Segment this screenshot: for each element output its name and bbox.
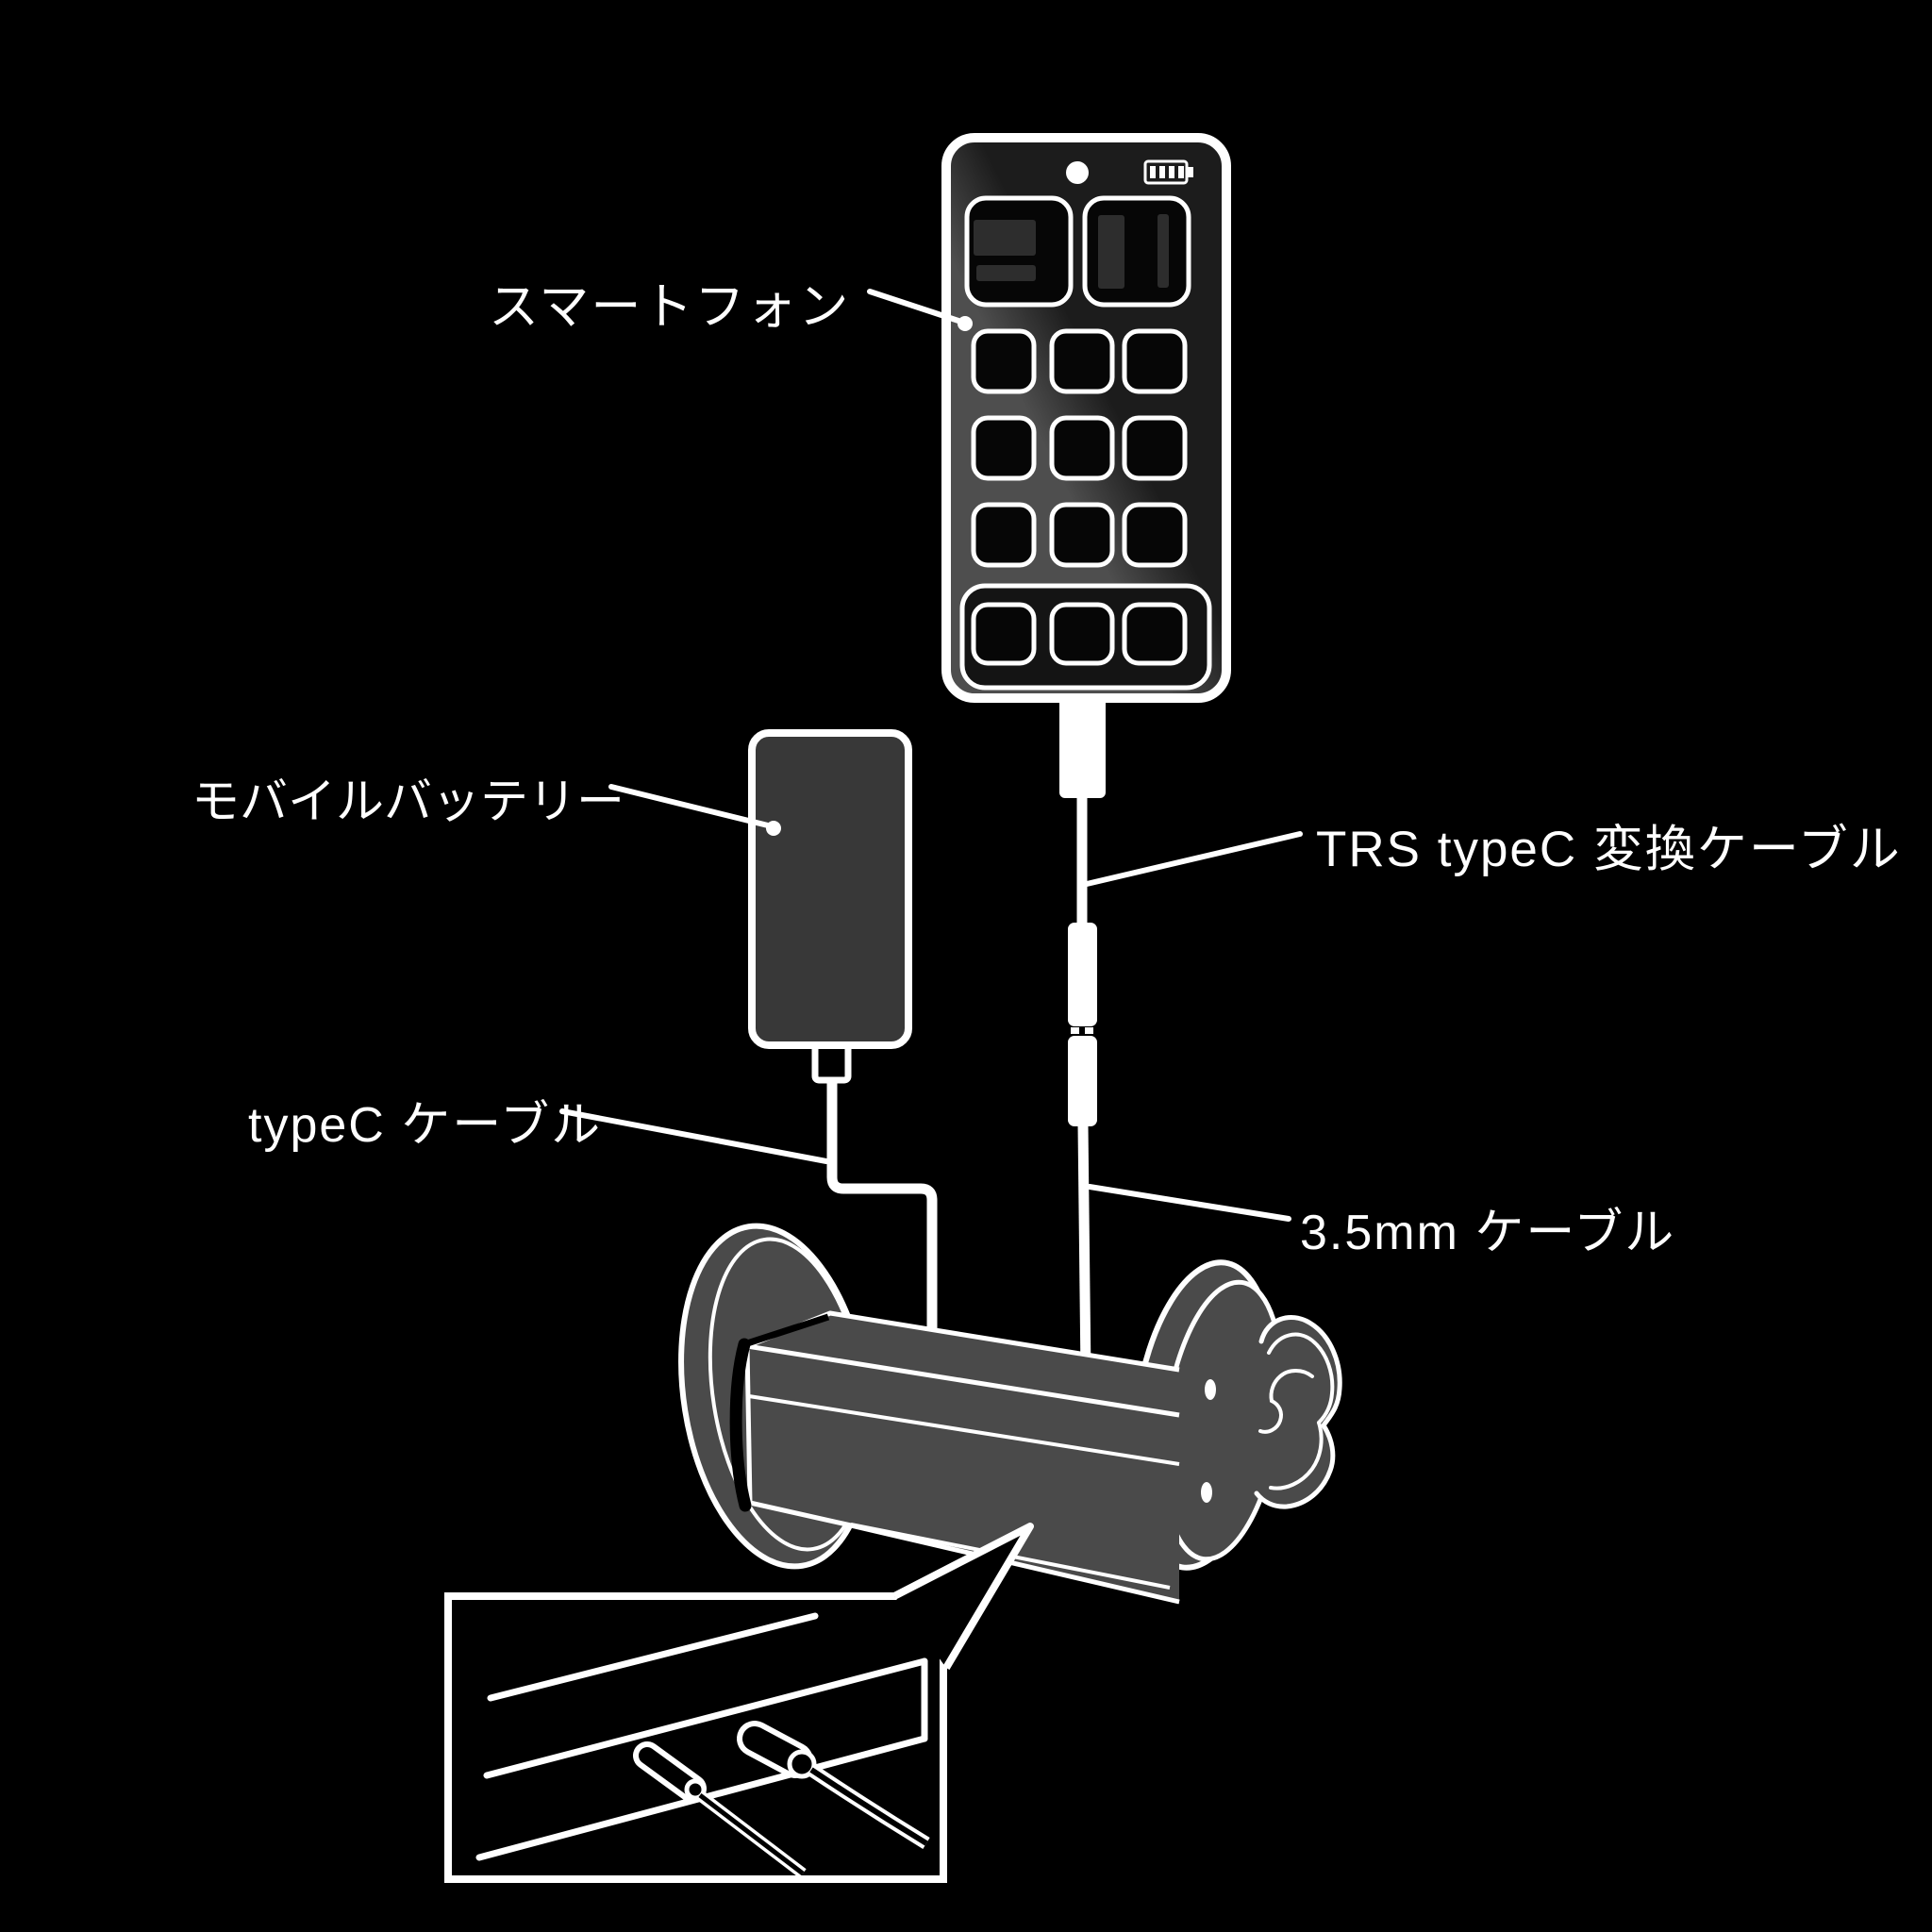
ear-illustration: [1252, 1315, 1342, 1509]
usbc-plug: [1059, 694, 1106, 798]
inset-tail: [894, 1526, 1030, 1668]
dock: [959, 583, 1212, 691]
app-icon: [1049, 328, 1115, 394]
app-icon: [971, 502, 1037, 568]
battery-body: [748, 729, 912, 1049]
widget-left: [964, 195, 1074, 308]
trs-typec-cable-label: TRS typeC 変換ケーブル: [1316, 822, 1902, 877]
app-icon-grid: [971, 328, 1188, 568]
connection-closeup-inset: [444, 1523, 1034, 1883]
battery-leader-line: [608, 784, 771, 828]
typec-plug: [811, 1041, 852, 1084]
battery-status-icon: [1143, 159, 1193, 185]
widget-right: [1082, 195, 1191, 308]
app-icon: [1122, 328, 1188, 394]
dock-app-icon: [1122, 602, 1188, 666]
trs-leader-line: [1084, 831, 1303, 887]
app-icon: [1122, 415, 1188, 481]
typec-cable-label: typeC ケーブル: [248, 1098, 603, 1153]
dock-app-icon: [971, 602, 1037, 666]
smartphone-label: スマートフォン: [489, 279, 851, 335]
app-icon: [1049, 415, 1115, 481]
35mm-cable-label: 3.5mm ケーブル: [1300, 1206, 1676, 1260]
speaker-device: [678, 1223, 1342, 1605]
35mm-leader-line: [1087, 1184, 1291, 1222]
flange-dot: [1201, 1482, 1212, 1503]
mobile-battery: [748, 729, 938, 1351]
flange-dot: [1205, 1379, 1216, 1400]
smartphone: [941, 133, 1231, 703]
dock-app-icon: [1049, 602, 1115, 666]
leader-lines: [559, 289, 1303, 1222]
smartphone-leader-line: [867, 289, 961, 324]
closeup-35mm-plug: [633, 1741, 807, 1878]
inset-box: [444, 1592, 947, 1883]
trs-plug-body: [1068, 923, 1097, 1026]
app-icon: [1049, 502, 1115, 568]
app-icon: [971, 328, 1037, 394]
app-icon: [971, 415, 1037, 481]
mobile-battery-label: モバイルバッテリー: [192, 774, 625, 828]
35mm-coupler: [1068, 1036, 1097, 1126]
device-body: [747, 1313, 1179, 1604]
closeup-typec-plug: [737, 1721, 930, 1849]
typec-leader-line: [559, 1108, 829, 1164]
trs-typec-adapter-cable: [1059, 694, 1106, 1376]
35mm-cable: [1077, 1124, 1091, 1376]
camera-icon: [1066, 161, 1089, 184]
app-icon: [1122, 502, 1188, 568]
typec-cable: [826, 1075, 938, 1351]
